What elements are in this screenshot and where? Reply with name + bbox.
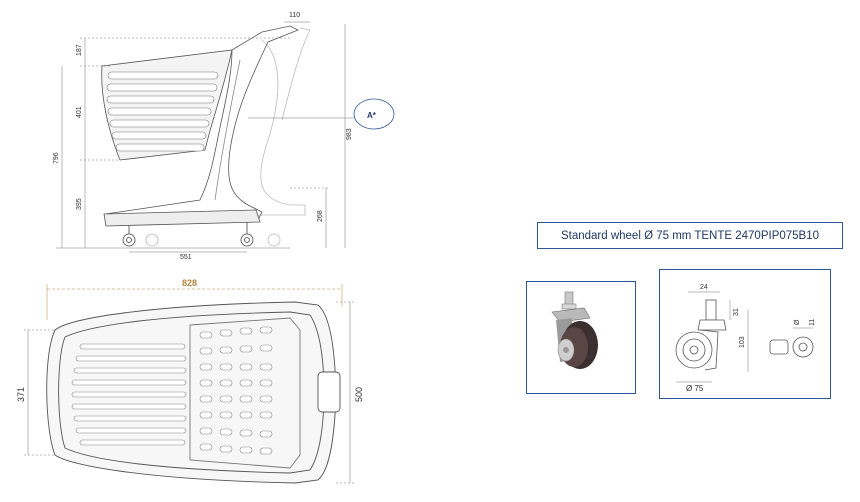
wheel-drawing bbox=[675, 291, 814, 383]
dim-length: 828 bbox=[182, 278, 197, 288]
dim-wheelbase: 551 bbox=[180, 254, 192, 261]
side-view bbox=[56, 21, 395, 253]
dim-total-height-right: 983 bbox=[346, 128, 353, 140]
dim-base-height: 395 bbox=[76, 198, 83, 210]
wheel-caption-text: Standard wheel Ø 75 mm TENTE 2470PIP075B… bbox=[560, 229, 820, 242]
wheel-dim-stem-diameter-symbol: Ø bbox=[794, 319, 801, 325]
wheel-dim-stem-offset: 24 bbox=[700, 284, 708, 291]
side-dimension-lines bbox=[56, 21, 355, 253]
wheel-dim-diameter: Ø 75 bbox=[686, 384, 704, 393]
callout-ellipse bbox=[353, 98, 395, 130]
frame-outline bbox=[105, 25, 299, 223]
callout-label: A* bbox=[367, 111, 377, 120]
dim-rear-width: 371 bbox=[16, 387, 26, 402]
wheel-drawing-panel bbox=[659, 269, 831, 399]
top-view bbox=[24, 284, 354, 484]
dim-top-width: 110 bbox=[289, 12, 300, 19]
dim-total-height-left: 796 bbox=[53, 152, 60, 164]
dim-front-width: 500 bbox=[354, 387, 364, 402]
wheel-dim-stem-value: 11 bbox=[809, 319, 816, 326]
dim-base-right: 268 bbox=[317, 210, 324, 222]
wheel-dim-height: 103 bbox=[739, 336, 746, 348]
basket-slots bbox=[106, 71, 219, 152]
wheel-photo bbox=[551, 291, 598, 369]
side-wheels bbox=[122, 222, 281, 247]
dim-upper-height: 187 bbox=[76, 44, 83, 56]
top-slots-long bbox=[71, 343, 187, 446]
dim-basket-height: 401 bbox=[76, 106, 83, 118]
wheel-caption: Standard wheel Ø 75 mm TENTE 2470PIP075B… bbox=[537, 222, 843, 249]
top-slots-grid bbox=[199, 326, 273, 455]
wheel-dim-stem-length: 31 bbox=[733, 308, 740, 316]
basket-outline bbox=[101, 49, 233, 161]
wheel-photo-panel bbox=[526, 281, 636, 394]
